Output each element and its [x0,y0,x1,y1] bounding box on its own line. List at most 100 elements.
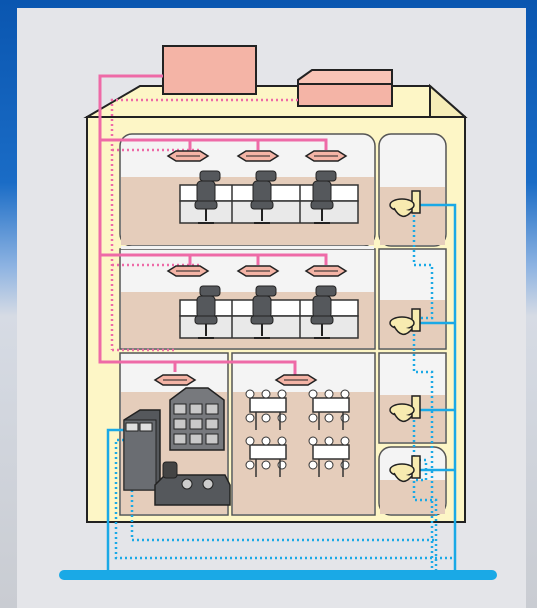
dining-table-3-stool-top-2 [277,436,287,446]
ac-outlet-kitchen [153,374,197,386]
supply-duct-floor-2 [100,253,328,265]
toilet-3 [389,190,421,217]
toilet-1a [389,395,421,422]
ac-outlet-3a [166,150,210,162]
dining-table-3 [245,436,287,477]
office-furniture-3-chair-seat-0 [194,200,218,210]
office-furniture-2-chair-back-0 [196,295,216,319]
restroom-1a [378,352,447,444]
dining-table-2-table [312,397,350,413]
dining-table-1-stool-bot-1 [261,413,271,423]
dining-table-2-stool-top-1 [324,389,334,399]
restroom-2 [378,248,447,350]
ac-outlet-3b [236,150,280,162]
dining-table-3-stool-top-1 [261,436,271,446]
kitchen-shelf-cell-0-2 [205,403,219,415]
dining-table-1 [245,389,287,430]
kitchen-shelf-cell-2-0 [173,433,187,445]
kitchen-pot [162,461,178,479]
office-furniture-3-chair-back-0 [196,180,216,204]
dining-table-4-stool-bot-0 [308,460,318,470]
dining-table-1-table [249,397,287,413]
kitchen-drain-2 [130,490,436,542]
toilet-2 [389,308,421,335]
office-furniture-2-chair-back-1 [252,295,272,319]
dining-table-3-stool-bot-1 [261,460,271,470]
dining-table-3-table [249,444,287,460]
piping-group [98,74,457,575]
dining-table-2-stool-bot-0 [308,413,318,423]
office-furniture-3-chair-seat-2 [310,200,334,210]
dining-table-2 [308,389,350,430]
dining-table-4-stool-bot-1 [324,460,334,470]
stove-burner-2 [202,478,214,490]
ac-outlet-2a [166,265,210,277]
kitchen-sink-1 [125,422,139,432]
dining-table-2-stool-bot-1 [324,413,334,423]
office-furniture-2-back-chair-2 [315,285,337,297]
kitchen-drain [114,438,452,560]
dining-table-1-stool-top-1 [261,389,271,399]
kitchen-sink-2 [139,422,153,432]
kitchen-counter-front [123,419,157,491]
kitchen-supply [106,428,124,575]
office-furniture-3-back-chair-2 [315,170,337,182]
office-furniture-2-chair-back-2 [312,295,332,319]
dining-table-4-table [312,444,350,460]
dining-table-2-stool-top-0 [308,389,318,399]
restroom-supply-riser [420,203,457,575]
toilet-1a-base [393,412,413,422]
toilet-3-base [393,207,413,217]
dining-table-3-stool-top-0 [245,436,255,446]
restroom-1b [378,446,447,516]
office-furniture-3-chair-back-1 [252,180,272,204]
office-furniture-3-back-chair-0 [199,170,221,182]
kitchen-shelf-cell-1-2 [205,418,219,430]
fixtures-group [123,150,421,506]
dining-table-4 [308,436,350,477]
toilet-1a-bowl [389,403,415,417]
return-duct-main [110,98,298,350]
dining-room [231,352,376,516]
dining-table-3-stool-bot-0 [245,460,255,470]
supply-duct-floor-3 [100,138,328,150]
supply-duct-main [98,74,297,376]
kitchen-shelf-cell-0-1 [189,403,203,415]
restroom-3 [378,133,447,247]
building-roof [83,85,468,118]
kitchen-shelf-cell-2-1 [189,433,203,445]
office-furniture-3 [179,170,359,224]
office-furniture-2 [179,285,359,339]
restroom-drain-upper [412,210,434,575]
toilet-2-base [393,325,413,335]
office-furniture-2-back-chair-0 [199,285,221,297]
outdoor-ac-unit-small [297,69,393,107]
dining-table-4-stool-top-0 [308,436,318,446]
toilet-3-bowl [389,198,415,212]
kitchen-equipment [123,387,231,506]
dining-table-4-stool-top-1 [324,436,334,446]
dining-table-1-stool-top-2 [277,389,287,399]
toilet-1b [389,455,421,482]
kitchen-shelf-cell-1-1 [189,418,203,430]
ac-outlet-3c [304,150,348,162]
toilet-1b-bowl [389,463,415,477]
dining-table-1-stool-top-0 [245,389,255,399]
outdoor-ac-unit-large [162,45,257,95]
dining-table-1-stool-bot-0 [245,413,255,423]
kitchen-stove [154,474,231,506]
floor-divider-2 [121,246,374,249]
office-furniture-2-chair-seat-1 [250,315,274,325]
office-furniture-3-back-chair-1 [255,170,277,182]
ac-outlet-2b [236,265,280,277]
ac-outlet-2c [304,265,348,277]
dining-table-3-stool-bot-2 [277,460,287,470]
kitchen-shelf-cell-0-0 [173,403,187,415]
toilet-2-bowl [389,316,415,330]
dining-table-2-stool-bot-2 [340,413,350,423]
dining-table-4-stool-bot-2 [340,460,350,470]
restroom-1b-floor [380,480,445,514]
office-furniture-2-chair-seat-2 [310,315,334,325]
kitchen-shelf-cell-2-2 [205,433,219,445]
